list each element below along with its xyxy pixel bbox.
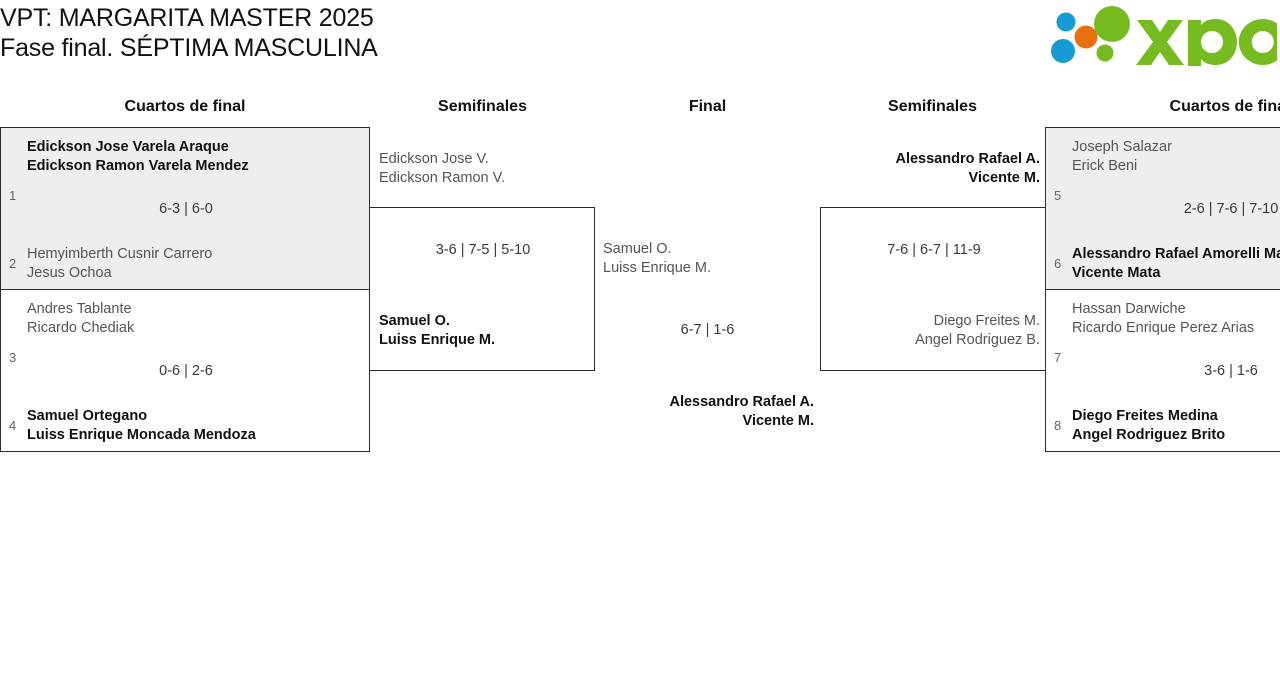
column-header-sf-left: Semifinales — [438, 98, 527, 115]
team-player-1: Samuel O. — [603, 241, 672, 257]
column-header-final: Final — [688, 98, 727, 115]
column-header-sf-right: Semifinales — [888, 98, 977, 115]
team-player-2: Vicente M. — [742, 413, 814, 429]
match-sf-right[interactable]: Alessandro Rafael A. Vicente M. 7-6 | 6-… — [820, 151, 1046, 371]
team-player-1: Edickson Jose Varela Araque — [27, 139, 229, 155]
team-player-2: Ricardo Chediak — [27, 320, 135, 336]
team-player-1: Alessandro Rafael Amorelli Mata — [1072, 246, 1280, 262]
team-player-1: Joseph Salazar — [1072, 139, 1172, 155]
match-sf-left[interactable]: Edickson Jose V. Edickson Ramon V. 3-6 |… — [369, 151, 595, 371]
team-player-1: Alessandro Rafael A. — [895, 151, 1040, 167]
team-player-1: Samuel O. — [379, 313, 450, 329]
seed-number: 2 — [9, 256, 17, 271]
team-player-1: Diego Freites Medina — [1072, 408, 1218, 424]
match-qf-left-1[interactable]: 1 Edickson Jose Varela Araque Edickson R… — [0, 127, 370, 290]
team-player-2: Vicente M. — [968, 170, 1040, 186]
match-score: 6-3 | 6-0 — [159, 201, 213, 217]
team-player-2: Jesus Ochoa — [27, 265, 112, 281]
team-player-2: Angel Rodriguez Brito — [1072, 427, 1226, 443]
seed-number: 7 — [1054, 350, 1062, 365]
seed-number: 8 — [1054, 418, 1062, 433]
match-score: 6-7 | 1-6 — [680, 322, 735, 338]
tournament-title: VPT: MARGARITA MASTER 2025 — [0, 4, 374, 32]
logo-dot-green-small — [1096, 44, 1114, 62]
logo-dot-orange — [1074, 25, 1098, 49]
match-qf-right-1[interactable]: 5 Joseph Salazar Erick Beni 2-6 | 7-6 | … — [1045, 127, 1280, 290]
team-player-2: Luiss Enrique M. — [379, 332, 496, 348]
tournament-subtitle: Fase final. SÉPTIMA MASCULINA — [0, 34, 378, 62]
seed-number: 6 — [1054, 256, 1062, 271]
column-header-qf-left: Cuartos de final — [124, 98, 246, 115]
match-final[interactable]: Samuel O. Luiss Enrique M. 6-7 | 1-6 Ale… — [595, 207, 820, 429]
team-player-2: Angel Rodriguez B. — [915, 332, 1040, 348]
team-player-1: Hassan Darwiche — [1072, 301, 1186, 317]
logo-dot-green-large — [1094, 6, 1130, 42]
match-score: 7-6 | 6-7 | 11-9 — [887, 242, 981, 258]
match-score: 3-6 | 1-6 — [1204, 363, 1258, 379]
logo-wordmark — [1136, 18, 1277, 66]
team-player-2: Edickson Ramon V. — [379, 170, 506, 186]
team-player-2: Erick Beni — [1072, 158, 1138, 174]
team-player-1: Samuel Ortegano — [27, 408, 148, 424]
seed-number: 4 — [9, 418, 17, 433]
match-score: 0-6 | 2-6 — [159, 363, 213, 379]
team-player-2: Luiss Enrique Moncada Mendoza — [27, 427, 256, 443]
qf-right-clip: 5 Joseph Salazar Erick Beni 2-6 | 7-6 | … — [1045, 120, 1280, 460]
team-player-1: Diego Freites M. — [933, 313, 1040, 329]
team-player-1: Edickson Jose V. — [379, 151, 489, 167]
column-header-qf-right: Cuartos de final — [1169, 98, 1280, 115]
xporty-logo[interactable] — [1045, 4, 1277, 66]
team-player-2: Vicente Mata — [1072, 265, 1161, 281]
seed-number: 3 — [9, 350, 17, 365]
seed-number: 5 — [1054, 188, 1062, 203]
match-score: 2-6 | 7-6 | 7-10 — [1183, 201, 1279, 217]
logo-dot-blue-small — [1056, 12, 1076, 32]
page-title: VPT: MARGARITA MASTER 2025 Fase final. S… — [0, 0, 740, 63]
seed-number: 1 — [9, 188, 17, 203]
match-qf-right-2[interactable]: 7 Hassan Darwiche Ricardo Enrique Perez … — [1045, 289, 1280, 452]
match-score: 3-6 | 7-5 | 5-10 — [435, 242, 531, 258]
logo-dot-blue-large — [1051, 39, 1075, 63]
match-qf-left-2[interactable]: 3 Andres Tablante Ricardo Chediak 0-6 | … — [0, 289, 370, 452]
team-player-1: Andres Tablante — [27, 301, 132, 317]
team-player-2: Edickson Ramon Varela Mendez — [27, 158, 249, 174]
team-player-2: Luiss Enrique M. — [603, 260, 711, 276]
team-player-1: Alessandro Rafael A. — [669, 394, 814, 410]
team-player-1: Hemyimberth Cusnir Carrero — [27, 246, 213, 262]
team-player-2: Ricardo Enrique Perez Arias — [1072, 320, 1255, 336]
